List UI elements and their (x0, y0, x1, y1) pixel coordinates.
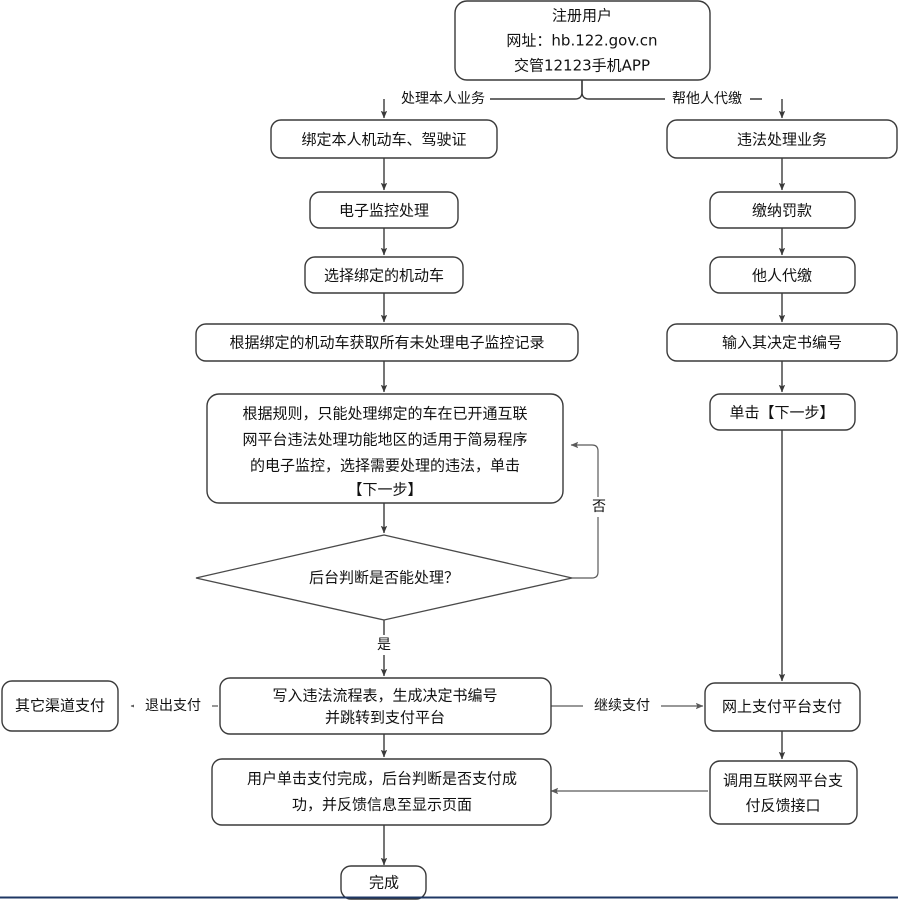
node-start-line-1: 注册用户 (552, 7, 612, 25)
node-input-decision-number[interactable]: 输入其决定书编号 (666, 323, 898, 362)
node-payfine-label: 缴纳罚款 (752, 202, 812, 220)
edge-label-yes: 是 (375, 635, 393, 655)
node-select-bound-vehicle[interactable]: 选择绑定的机动车 (304, 256, 464, 294)
node-rule-line-1: 根据规则，只能处理绑定的车在已开通互联 (242, 405, 527, 423)
node-processing-rule[interactable]: 根据规则，只能处理绑定的车在已开通互联 网平台违法处理功能地区的适用于简易程序 … (206, 393, 564, 504)
node-electronic-monitor[interactable]: 电子监控处理 (309, 191, 459, 229)
edge-label-self-service: 处理本人业务 (395, 89, 490, 108)
node-fetch-label: 根据绑定的机动车获取所有未处理电子监控记录 (229, 334, 544, 352)
node-selectcar-label: 选择绑定的机动车 (324, 267, 444, 285)
edge-label-no: 否 (590, 497, 608, 517)
node-finish-label: 完成 (369, 874, 399, 892)
node-start-line-3: 交管12123手机APP (514, 57, 650, 75)
node-online-payment[interactable]: 网上支付平台支付 (704, 682, 861, 732)
edge-label-quit-pay-text: 退出支付 (145, 698, 201, 714)
node-otherpay-label: 其它渠道支付 (15, 697, 105, 715)
edge-start-split (402, 80, 762, 100)
node-rule-line-2: 网平台违法处理功能地区的适用于简易程序 (242, 431, 527, 449)
node-onlinepay-label: 网上支付平台支付 (722, 698, 842, 716)
node-feedback-line-1: 调用互联网平台支 (723, 772, 843, 790)
node-decision-label: 后台判断是否能处理？ (309, 569, 459, 587)
node-proxy-label: 他人代缴 (752, 267, 812, 285)
node-pay-fine[interactable]: 缴纳罚款 (709, 191, 856, 229)
node-feedback-line-2: 付反馈接口 (745, 797, 820, 815)
edge-label-continue-pay: 继续支付 (583, 696, 661, 716)
node-fetch-records[interactable]: 根据绑定的机动车获取所有未处理电子监控记录 (195, 323, 579, 362)
node-write-record[interactable]: 写入违法流程表，生成决定书编号 并跳转到支付平台 (219, 677, 552, 735)
node-bind-vehicle-license[interactable]: 绑定本人机动车、驾驶证 (270, 119, 498, 159)
node-pay-done-feedback[interactable]: 用户单击支付完成，后台判断是否支付成 功，并反馈信息至显示页面 (211, 758, 552, 826)
node-illegal-label: 违法处理业务 (737, 131, 827, 149)
node-illegal-business[interactable]: 违法处理业务 (666, 119, 898, 159)
node-finish[interactable]: 完成 (340, 865, 427, 900)
node-decision-can-process[interactable]: 后台判断是否能处理？ (195, 534, 573, 621)
edge-label-proxy-service-text: 帮他人代缴 (672, 91, 742, 107)
edge-label-self-service-text: 处理本人业务 (401, 91, 485, 107)
node-start-line-2: 网址：hb.122.gov.cn (506, 32, 657, 50)
edge-label-no-text: 否 (592, 499, 606, 515)
node-start[interactable]: 注册用户 网址：hb.122.gov.cn 交管12123手机APP (454, 0, 711, 81)
node-other-channel-pay[interactable]: 其它渠道支付 (1, 680, 119, 732)
edge-label-quit-pay: 退出支付 (134, 696, 212, 716)
node-nextstep-label: 单击【下一步】 (729, 404, 834, 422)
node-write-line-1: 写入违法流程表，生成决定书编号 (272, 687, 497, 705)
node-proxy-pay[interactable]: 他人代缴 (709, 256, 856, 294)
node-bind-label: 绑定本人机动车、驾驶证 (301, 131, 466, 149)
edge-label-proxy-service: 帮他人代缴 (665, 89, 750, 108)
node-rule-line-4: 【下一步】 (347, 481, 422, 499)
node-paydone-line-1: 用户单击支付完成，后台判断是否支付成 (247, 770, 517, 788)
node-rule-line-3: 的电子监控，选择需要处理的违法，单击 (250, 457, 520, 475)
edge-label-continue-pay-text: 继续支付 (594, 697, 650, 714)
node-payment-feedback-api[interactable]: 调用互联网平台支 付反馈接口 (709, 760, 858, 825)
node-inputno-label: 输入其决定书编号 (722, 334, 842, 352)
node-write-line-2: 并跳转到支付平台 (325, 709, 445, 727)
edge-label-yes-text: 是 (377, 637, 391, 653)
node-paydone-line-2: 功，并反馈信息至显示页面 (292, 796, 472, 814)
node-click-next-step[interactable]: 单击【下一步】 (709, 393, 856, 431)
node-monitor-label: 电子监控处理 (339, 202, 429, 220)
